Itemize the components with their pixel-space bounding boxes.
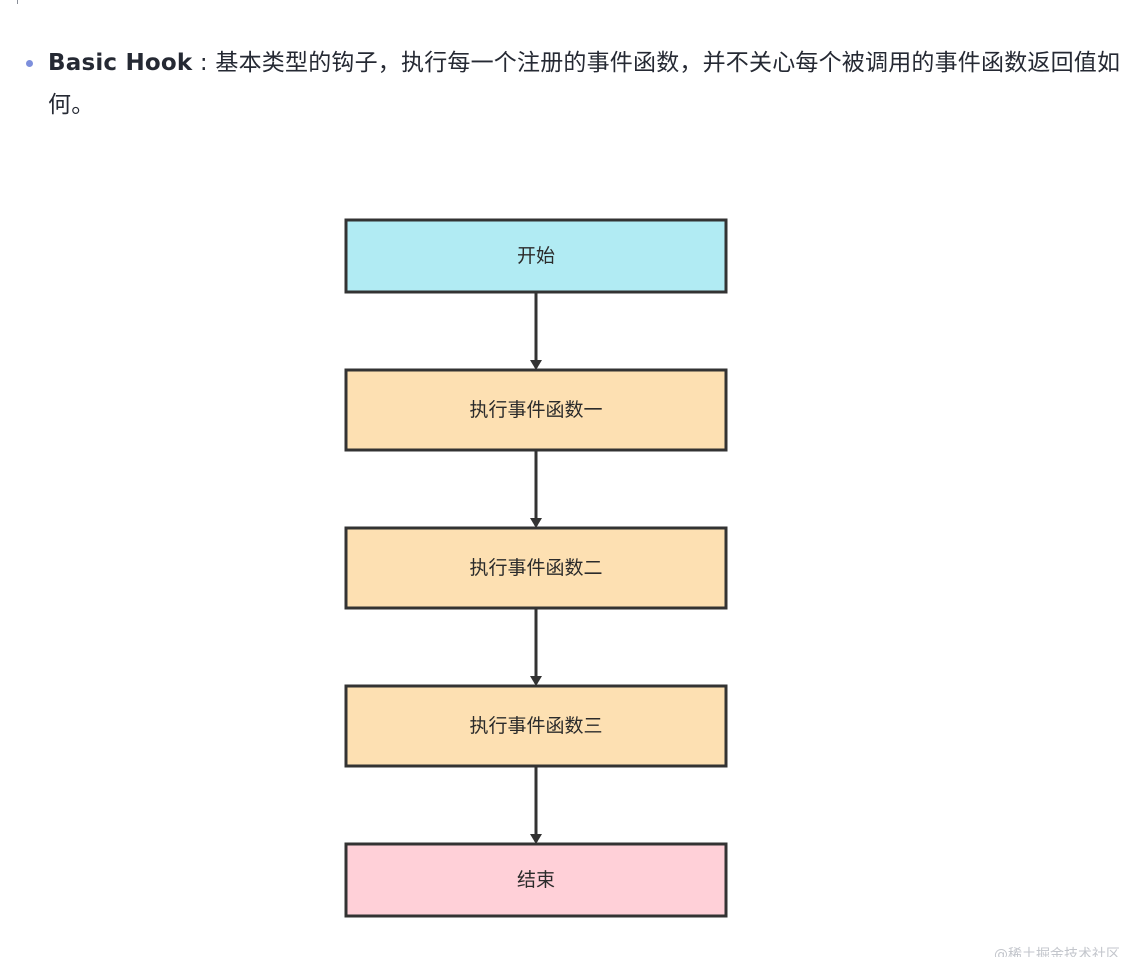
flow-node-label: 结束 [517, 869, 555, 891]
bullet-dot [26, 60, 33, 67]
flow-node-label: 执行事件函数二 [469, 557, 602, 579]
flow-node-box [344, 684, 728, 768]
hook-term: Basic Hook [48, 50, 193, 76]
flow-node-label: 执行事件函数三 [469, 715, 602, 737]
flow-node-box [344, 526, 728, 610]
flow-node-box [344, 368, 728, 452]
flow-node-end: 结束 [344, 842, 728, 918]
flow-node-label: 执行事件函数一 [469, 399, 602, 421]
flow-node-box [344, 842, 728, 918]
flow-node-start: 开始 [344, 218, 728, 294]
watermark: @稀土掘金技术社区 [994, 947, 1120, 957]
hook-description: 基本类型的钩子，执行每一个注册的事件函数，并不关心每个被调用的事件函数返回值如何… [48, 50, 1121, 118]
divider [17, 0, 18, 4]
term-separator: : [192, 50, 216, 76]
bullet-list-item: Basic Hook : 基本类型的钩子，执行每一个注册的事件函数，并不关心每个… [48, 42, 1123, 126]
flow-node-step3: 执行事件函数三 [344, 684, 728, 768]
flow-node-step2: 执行事件函数二 [344, 526, 728, 610]
flow-node-label: 开始 [517, 245, 555, 267]
flow-node-box [344, 218, 728, 294]
flow-node-step1: 执行事件函数一 [344, 368, 728, 452]
